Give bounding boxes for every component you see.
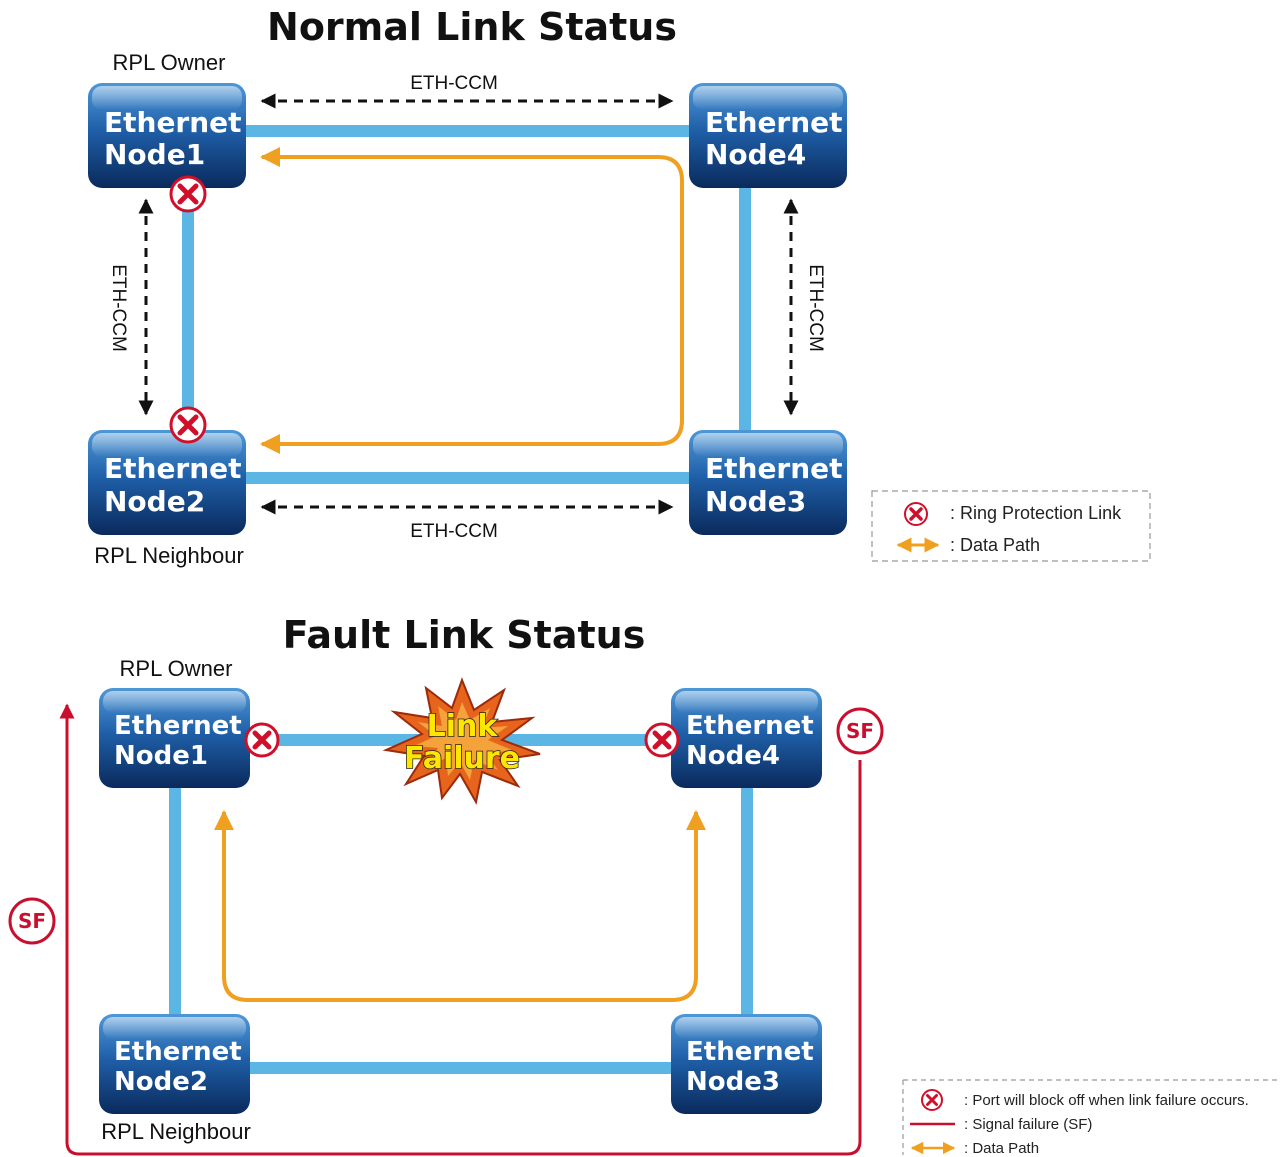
- sf-badge-left: SF: [8, 897, 56, 945]
- block-port-icon: [644, 722, 680, 758]
- normal-node4-line2: Node4: [705, 138, 806, 171]
- fault-node4: Ethernet Node4: [671, 688, 822, 788]
- port-block-legend-icon: [921, 1089, 943, 1111]
- sf-badge-left-label: SF: [18, 909, 46, 933]
- normal-node1-line2: Node1: [104, 138, 205, 171]
- ring-protection-icon: [904, 502, 928, 526]
- sf-badge-right: SF: [836, 707, 884, 755]
- normal-node1: Ethernet Node1: [88, 83, 246, 188]
- legend-port-block: : Port will block off when link failure …: [964, 1092, 1249, 1109]
- normal-node3: Ethernet Node3: [689, 430, 847, 535]
- signal-failure-path: [59, 703, 862, 1156]
- sf-badge-right-label: SF: [846, 719, 874, 743]
- fault-node4-line1: Ethernet: [686, 711, 814, 741]
- fault-legend: : Port will block off when link failure …: [902, 1079, 1278, 1157]
- ccm-label-left: ETH-CCM: [108, 264, 129, 352]
- link-failure-burst: Link Failure: [382, 677, 541, 805]
- fault-node1-line1: Ethernet: [114, 711, 242, 741]
- fault-node1: Ethernet Node1: [99, 688, 250, 788]
- rpl-owner-label: RPL Owner: [113, 50, 226, 75]
- fault-node2-line1: Ethernet: [114, 1037, 242, 1067]
- normal-link-section: Normal Link Status ETH-CCM ETH-CCM ETH-C…: [88, 5, 1151, 568]
- legend-fault-data-path: : Data Path: [964, 1140, 1039, 1157]
- fault-node2-line2: Node2: [114, 1067, 208, 1097]
- block-port-icon: [169, 406, 207, 444]
- fault-node3: Ethernet Node3: [671, 1014, 822, 1114]
- fault-rpl-neighbour-label: RPL Neighbour: [101, 1119, 251, 1144]
- fault-node3-line1: Ethernet: [686, 1037, 814, 1067]
- normal-title: Normal Link Status: [267, 5, 677, 49]
- fault-data-path: [214, 810, 706, 1002]
- ccm-label-right: ETH-CCM: [805, 264, 826, 352]
- normal-node1-line1: Ethernet: [104, 106, 242, 139]
- normal-node2: Ethernet Node2: [88, 430, 246, 535]
- normal-ring-links: [182, 125, 751, 484]
- legend-ring-protection: : Ring Protection Link: [950, 503, 1122, 523]
- burst-line2: Failure: [404, 741, 520, 776]
- rpl-neighbour-label: RPL Neighbour: [94, 543, 244, 568]
- fault-node2: Ethernet Node2: [99, 1014, 250, 1114]
- ccm-label-bottom: ETH-CCM: [410, 521, 498, 542]
- normal-node2-line2: Node2: [104, 485, 205, 518]
- normal-data-path: [260, 147, 684, 454]
- normal-node4: Ethernet Node4: [689, 83, 847, 188]
- fault-title: Fault Link Status: [283, 613, 646, 657]
- ccm-label-top: ETH-CCM: [410, 73, 498, 94]
- burst-line1: Link: [427, 709, 499, 744]
- legend-data-path: : Data Path: [950, 535, 1040, 555]
- fault-node3-line2: Node3: [686, 1067, 780, 1097]
- normal-ccm-arrows: [138, 93, 799, 515]
- block-port-icon: [244, 722, 280, 758]
- normal-legend: : Ring Protection Link : Data Path: [871, 490, 1151, 562]
- normal-node2-line1: Ethernet: [104, 452, 242, 485]
- fault-rpl-owner-label: RPL Owner: [120, 656, 233, 681]
- normal-node3-line1: Ethernet: [705, 452, 843, 485]
- normal-node3-line2: Node3: [705, 485, 806, 518]
- fault-ring-links: [169, 734, 753, 1074]
- fault-link-section: Fault Link Status Link Failure Ethernet …: [8, 613, 1278, 1157]
- fault-node4-line2: Node4: [686, 741, 780, 771]
- normal-node4-line1: Ethernet: [705, 106, 843, 139]
- fault-node1-line2: Node1: [114, 741, 208, 771]
- legend-signal-failure: : Signal failure (SF): [964, 1116, 1092, 1133]
- block-port-icon: [169, 175, 207, 213]
